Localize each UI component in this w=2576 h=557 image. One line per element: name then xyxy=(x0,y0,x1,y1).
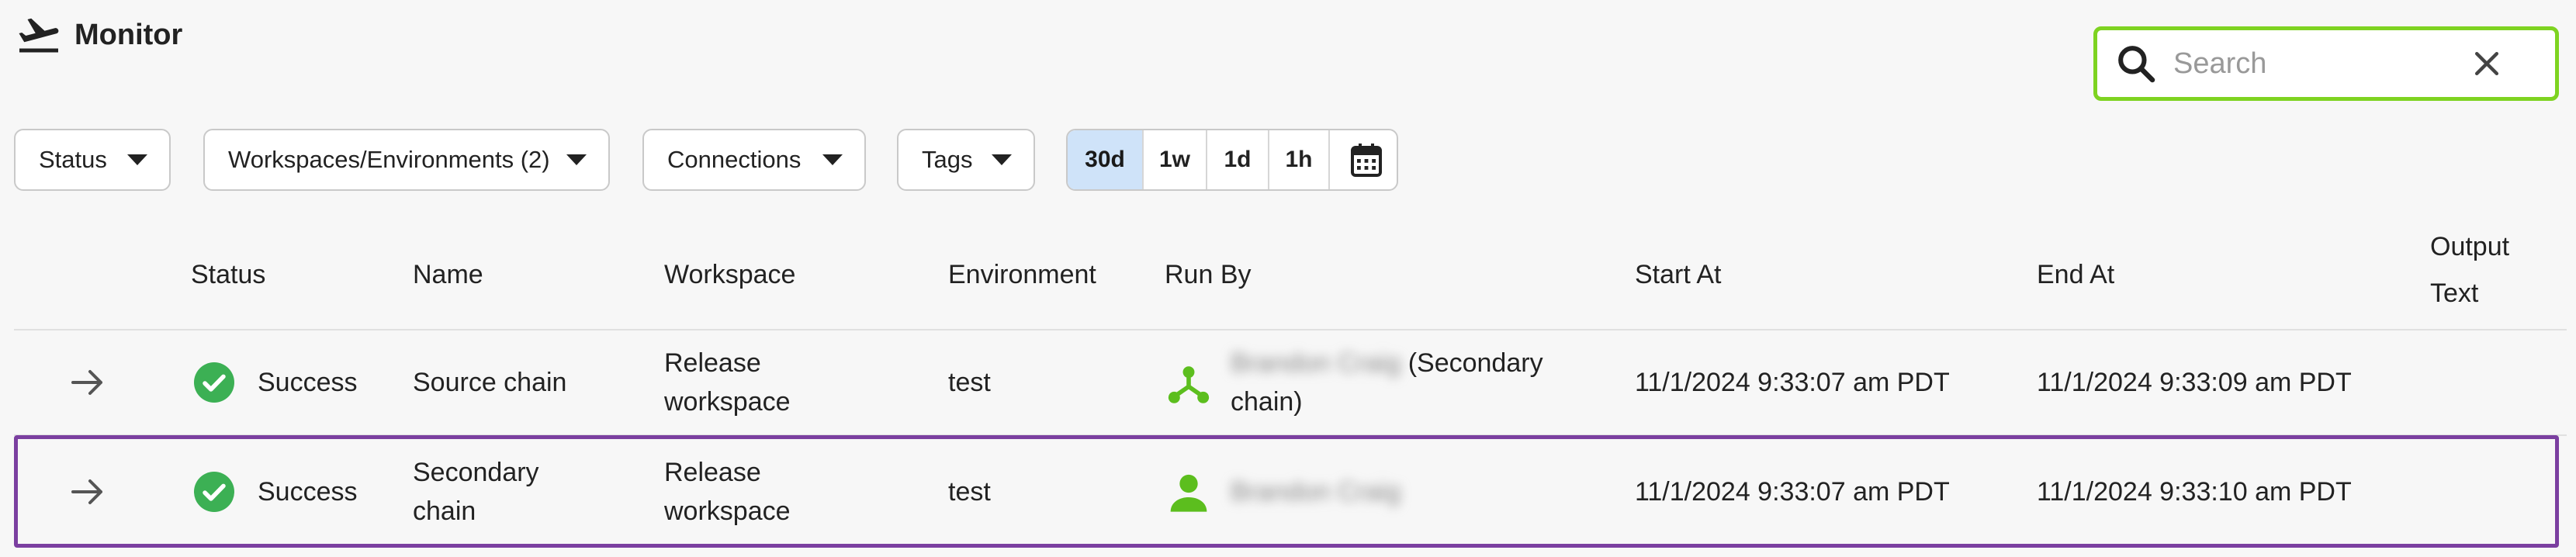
row-end-at: 11/1/2024 9:33:09 am PDT xyxy=(2037,368,2352,397)
time-range-30d[interactable]: 30d xyxy=(1068,130,1144,189)
column-header-name[interactable]: Name xyxy=(413,260,483,289)
workspaces-filter-label: Workspaces/Environments (2) xyxy=(228,146,550,173)
close-icon[interactable] xyxy=(2470,47,2504,81)
page-header: Monitor xyxy=(16,16,182,54)
connections-filter-label: Connections xyxy=(667,146,802,173)
row-run-by: Brandon Craig xyxy=(1231,472,1401,511)
row-workspace-line2: workspace xyxy=(664,496,791,526)
column-header-workspace[interactable]: Workspace xyxy=(664,260,796,289)
status-filter-label: Status xyxy=(39,146,107,173)
column-header-environment[interactable]: Environment xyxy=(948,260,1096,289)
row-workspace-line1: Release xyxy=(664,458,761,487)
status-label: Success xyxy=(258,368,358,397)
calendar-icon xyxy=(1351,144,1382,177)
status-label: Success xyxy=(258,477,358,507)
column-header-output-line1: Output xyxy=(2430,232,2510,261)
table-row[interactable]: Success Source chain Release workspace t… xyxy=(0,330,2576,434)
row-environment: test xyxy=(948,477,991,507)
status-filter[interactable]: Status xyxy=(14,129,171,191)
row-environment: test xyxy=(948,368,991,397)
chevron-down-icon xyxy=(992,154,1012,165)
chevron-down-icon xyxy=(822,154,843,165)
row-name-line1: Source chain xyxy=(413,368,567,397)
tags-filter[interactable]: Tags xyxy=(897,129,1035,191)
column-header-output-text[interactable]: Output Text xyxy=(2430,223,2509,317)
takeoff-icon xyxy=(19,18,59,53)
search-box[interactable] xyxy=(2093,26,2559,101)
time-range-1h[interactable]: 1h xyxy=(1269,130,1330,189)
tags-filter-label: Tags xyxy=(922,146,973,173)
time-range-selector: 30d 1w 1d 1h xyxy=(1066,129,1398,191)
arrow-right-icon[interactable] xyxy=(70,476,107,507)
row-name[interactable]: Secondary chain xyxy=(413,453,539,531)
success-check-icon xyxy=(194,362,234,403)
row-workspace-line2: workspace xyxy=(664,387,791,417)
connections-filter[interactable]: Connections xyxy=(642,129,866,191)
column-header-output-line2: Text xyxy=(2430,278,2479,308)
page-title: Monitor xyxy=(74,18,183,51)
row-end-at: 11/1/2024 9:33:10 am PDT xyxy=(2037,477,2352,507)
run-by-line2: chain) xyxy=(1231,387,1303,417)
chain-icon xyxy=(1168,366,1210,403)
row-workspace: Release workspace xyxy=(664,344,791,421)
selected-row-outline xyxy=(14,435,2559,548)
chevron-down-icon xyxy=(566,154,587,165)
table-header-divider xyxy=(14,329,2567,330)
column-header-run-by[interactable]: Run By xyxy=(1165,260,1252,289)
row-start-at: 11/1/2024 9:33:07 am PDT xyxy=(1635,368,1950,397)
row-workspace: Release workspace xyxy=(664,453,791,531)
time-range-1w[interactable]: 1w xyxy=(1144,130,1207,189)
row-name[interactable]: Source chain xyxy=(413,363,566,402)
row-start-at: 11/1/2024 9:33:07 am PDT xyxy=(1635,477,1950,507)
run-by-name: Brandon Craig xyxy=(1231,348,1401,378)
column-header-start-at[interactable]: Start At xyxy=(1635,260,1722,289)
time-range-1d[interactable]: 1d xyxy=(1207,130,1269,189)
arrow-right-icon[interactable] xyxy=(70,367,107,398)
row-workspace-line1: Release xyxy=(664,348,761,378)
run-by-suffix: (Secondary xyxy=(1407,348,1543,378)
success-check-icon xyxy=(194,472,234,512)
row-run-by: Brandon Craig (Secondary chain) xyxy=(1231,344,1543,421)
row-name-line2: chain xyxy=(413,496,476,526)
row-name-line1: Secondary xyxy=(413,458,539,487)
run-by-name: Brandon Craig xyxy=(1231,477,1401,507)
search-icon xyxy=(2118,46,2155,83)
column-header-end-at[interactable]: End At xyxy=(2037,260,2115,289)
user-icon xyxy=(1170,474,1207,512)
table-row[interactable]: Success Secondary chain Release workspac… xyxy=(0,439,2576,545)
calendar-button[interactable] xyxy=(1330,130,1397,189)
chevron-down-icon xyxy=(127,154,147,165)
workspaces-filter[interactable]: Workspaces/Environments (2) xyxy=(203,129,610,191)
column-header-status[interactable]: Status xyxy=(191,260,266,289)
search-input[interactable] xyxy=(2172,46,2454,81)
